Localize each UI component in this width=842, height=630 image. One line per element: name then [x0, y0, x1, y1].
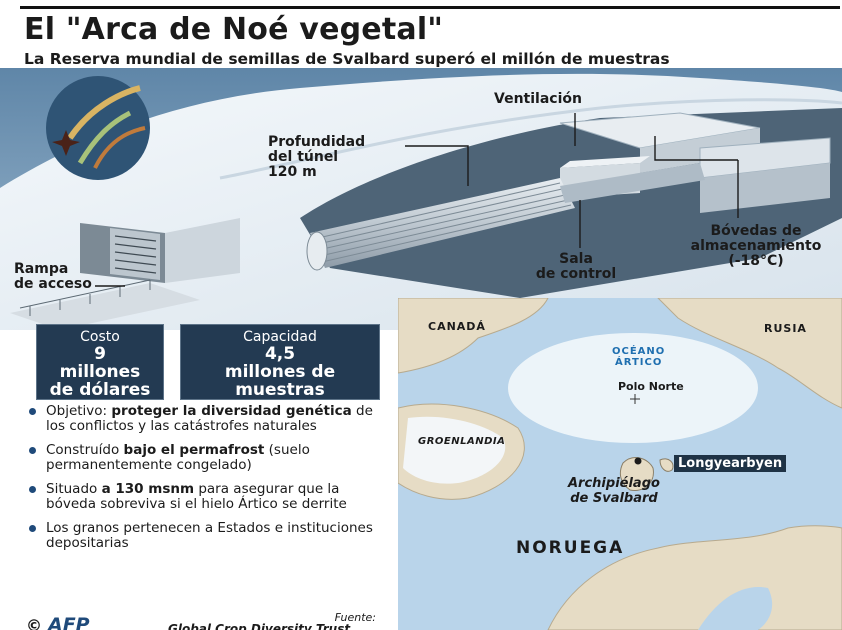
stat-cost: Costo 9 millones de dólares: [36, 324, 164, 400]
fact-highlight: a 130 msnm: [101, 481, 195, 497]
longyearbyen-marker: [634, 457, 642, 465]
stat-cost-value-2: millones: [59, 362, 141, 382]
fact-highlight: proteger la diversidad genética: [111, 403, 352, 419]
afp-logo: AFP: [48, 614, 90, 630]
map-label-archipelago: Archipiélago de Svalbard: [568, 476, 660, 506]
label-control-room-line2: de control: [535, 266, 617, 282]
map-label-ocean: OCÉANO ÁRTICO: [612, 346, 665, 368]
map-label-russia: RUSIA: [764, 322, 807, 335]
source-name: Global Crop Diversity Trust: [168, 622, 351, 630]
map-label-north-pole: Polo Norte: [618, 380, 684, 393]
fact-text: Objetivo:: [46, 403, 112, 419]
label-ramp-line2: de acceso: [14, 276, 92, 292]
fact-text: Los granos pertenecen a Estados e instit…: [46, 520, 373, 551]
stat-cost-title: Costo: [80, 329, 120, 345]
fact-permafrost: Construído bajo el permafrost (suelo per…: [26, 443, 386, 472]
stat-capacity-value-3: muestras: [235, 380, 325, 400]
fact-objective: Objetivo: proteger la diversidad genétic…: [26, 404, 386, 433]
stat-capacity-value-1: 4,5: [264, 344, 296, 364]
label-vaults-line1: Bóvedas de: [710, 223, 802, 239]
map-label-archipelago-line1: Archipiélago: [568, 476, 660, 491]
map-label-ocean-line2: ÁRTICO: [614, 357, 663, 368]
stat-capacity: Capacidad 4,5 millones de muestras: [180, 324, 380, 400]
stat-cost-value-3: de dólares: [49, 380, 151, 400]
bullet-dot: [29, 486, 36, 493]
label-tunnel-depth-line3: 120 m: [268, 164, 317, 180]
arctic-map: CANADÁ RUSIA OCÉANO ÁRTICO Polo Norte GR…: [398, 298, 842, 630]
stat-capacity-value-2: millones de: [224, 362, 336, 382]
label-ramp: Rampa de acceso: [14, 262, 92, 292]
label-control-room: Sala de control: [518, 252, 634, 282]
map-label-norway: NORUEGA: [516, 538, 625, 558]
page-subtitle: La Reserva mundial de semillas de Svalba…: [24, 50, 670, 68]
map-label-ocean-line1: OCÉANO: [612, 346, 666, 357]
map-label-archipelago-line2: de Svalbard: [570, 491, 658, 506]
fact-text: Construído: [46, 442, 124, 458]
seed-icon: [52, 85, 146, 169]
bullet-dot: [29, 408, 36, 415]
label-tunnel-depth-line2: del túnel: [268, 149, 339, 165]
map-label-greenland: GROENLANDIA: [418, 436, 506, 447]
label-ventilation: Ventilación: [494, 91, 582, 107]
label-vaults: Bóvedas de almacenamiento (-18°C): [676, 224, 836, 269]
label-vaults-line3: (-18°C): [728, 253, 784, 269]
fact-text: (suelo permanentemente congelado): [46, 442, 310, 473]
copyright-symbol: ©: [26, 616, 42, 630]
bullet-dot: [29, 525, 36, 532]
label-vaults-line2: almacenamiento: [690, 238, 822, 254]
fact-text: Situado: [46, 481, 102, 497]
label-tunnel-depth-line1: Profundidad: [268, 134, 366, 150]
map-label-longyearbyen: Longyearbyen: [674, 455, 787, 472]
label-control-room-line1: Sala: [559, 251, 593, 267]
label-tunnel-depth: Profundidad del túnel 120 m: [268, 135, 365, 180]
fact-text: para asegurar que la bóveda sobreviva si…: [46, 481, 347, 512]
page-title: El "Arca de Noé vegetal": [24, 12, 444, 47]
stat-cost-value-1: 9: [94, 344, 106, 364]
stat-capacity-title: Capacidad: [243, 329, 317, 345]
label-ramp-line1: Rampa: [14, 261, 69, 277]
fact-altitude: Situado a 130 msnm para asegurar que la …: [26, 482, 386, 511]
fact-highlight: bajo el permafrost: [123, 442, 265, 458]
bullet-dot: [29, 447, 36, 454]
top-rule: [20, 6, 840, 9]
map-label-canada: CANADÁ: [428, 320, 486, 333]
fact-text: de los conflictos y las catástrofes natu…: [46, 403, 373, 434]
fact-ownership: Los granos pertenecen a Estados e instit…: [26, 521, 386, 550]
vault-illustration: [0, 68, 842, 330]
facts-list: Objetivo: proteger la diversidad genétic…: [26, 404, 386, 560]
source-label: Fuente:: [334, 611, 376, 624]
